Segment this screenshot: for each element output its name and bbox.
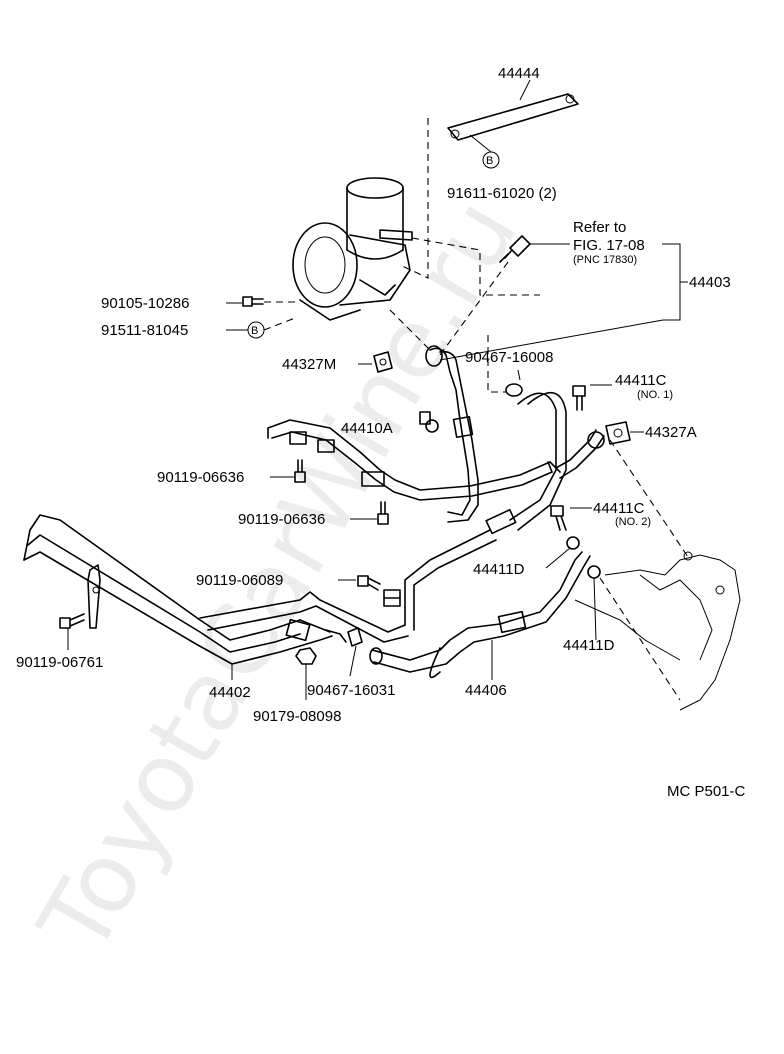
- union-bolt-icon: [572, 385, 586, 411]
- label-44411C-no2-note: (NO. 2): [615, 516, 651, 528]
- svg-text:B: B: [486, 155, 493, 167]
- label-91611-61020: 91611-61020 (2): [447, 185, 557, 202]
- label-44406: 44406: [465, 682, 507, 699]
- bolt-icon: [242, 296, 264, 307]
- label-91511-81045: 91511-81045: [101, 322, 188, 339]
- svg-text:B: B: [251, 325, 258, 337]
- union-bolt-icon: [550, 505, 567, 531]
- label-44411C-no2: 44411C: [593, 500, 645, 517]
- hose-clip-icon: [347, 627, 363, 647]
- refer-line3: (PNC 17830): [573, 254, 637, 266]
- label-44402: 44402: [209, 684, 251, 701]
- nut-icon: [295, 647, 317, 665]
- union-bolt-icon: [419, 411, 439, 433]
- hose-clip-icon: [505, 383, 523, 397]
- bracket-44444: [447, 93, 579, 141]
- return-hose-44406: [369, 551, 591, 679]
- gasket-icon: [587, 565, 601, 579]
- b-marker-icon: B: [482, 151, 500, 169]
- clamp-icon: [373, 351, 393, 373]
- bolt-icon: [294, 459, 306, 483]
- bolt-icon: [59, 613, 85, 629]
- return-tube: [383, 529, 497, 631]
- gasket-icon: [566, 536, 580, 550]
- label-90467-16031: 90467-16031: [307, 682, 395, 699]
- bolt-icon: [357, 575, 381, 591]
- clamp-icon: [605, 421, 631, 445]
- figure-code: MC P501-C: [667, 783, 746, 800]
- label-90119-06089: 90119-06089: [196, 572, 283, 589]
- hose-connector: [325, 629, 347, 643]
- label-44444: 44444: [498, 65, 540, 82]
- label-90467-16008: 90467-16008: [465, 349, 553, 366]
- b-marker-icon: B: [247, 321, 265, 339]
- label-90119-06636-a: 90119-06636: [157, 469, 244, 486]
- label-90119-06761: 90119-06761: [16, 654, 103, 671]
- label-90105-10286: 90105-10286: [101, 295, 189, 312]
- cooler-tube-44402: [23, 514, 409, 665]
- label-44411C-no1: 44411C: [615, 372, 667, 389]
- steering-gear-housing: [574, 551, 741, 711]
- label-44411C-no1-note: (NO. 1): [637, 389, 673, 401]
- label-44327M: 44327M: [282, 356, 336, 373]
- label-44410A: 44410A: [341, 420, 393, 437]
- label-44411D-b: 44411D: [563, 637, 615, 654]
- return-hose: [485, 392, 567, 535]
- label-44411D-a: 44411D: [473, 561, 525, 578]
- tube-assembly-upper: [267, 419, 605, 501]
- refer-line2: FIG. 17-08: [573, 237, 645, 254]
- refer-line1: Refer to: [573, 219, 626, 236]
- label-44403: 44403: [689, 274, 731, 291]
- power-steering-pump: [292, 177, 413, 321]
- bolt-icon: [377, 501, 389, 525]
- label-90119-06636-b: 90119-06636: [238, 511, 325, 528]
- label-90179-08098: 90179-08098: [253, 708, 341, 725]
- label-44327A: 44327A: [645, 424, 697, 441]
